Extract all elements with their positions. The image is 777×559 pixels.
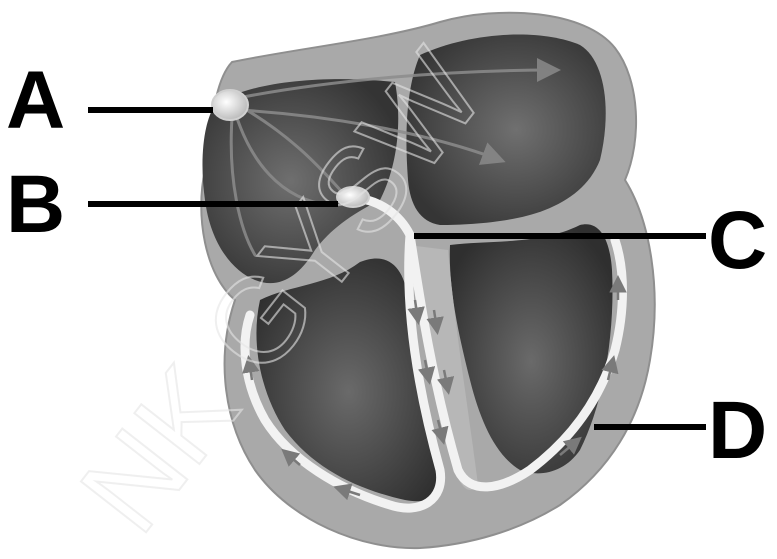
label-a: A <box>6 55 65 146</box>
label-b: B <box>6 159 65 250</box>
sa-node <box>212 90 248 120</box>
label-d: D <box>708 385 767 476</box>
label-c: C <box>708 195 767 286</box>
